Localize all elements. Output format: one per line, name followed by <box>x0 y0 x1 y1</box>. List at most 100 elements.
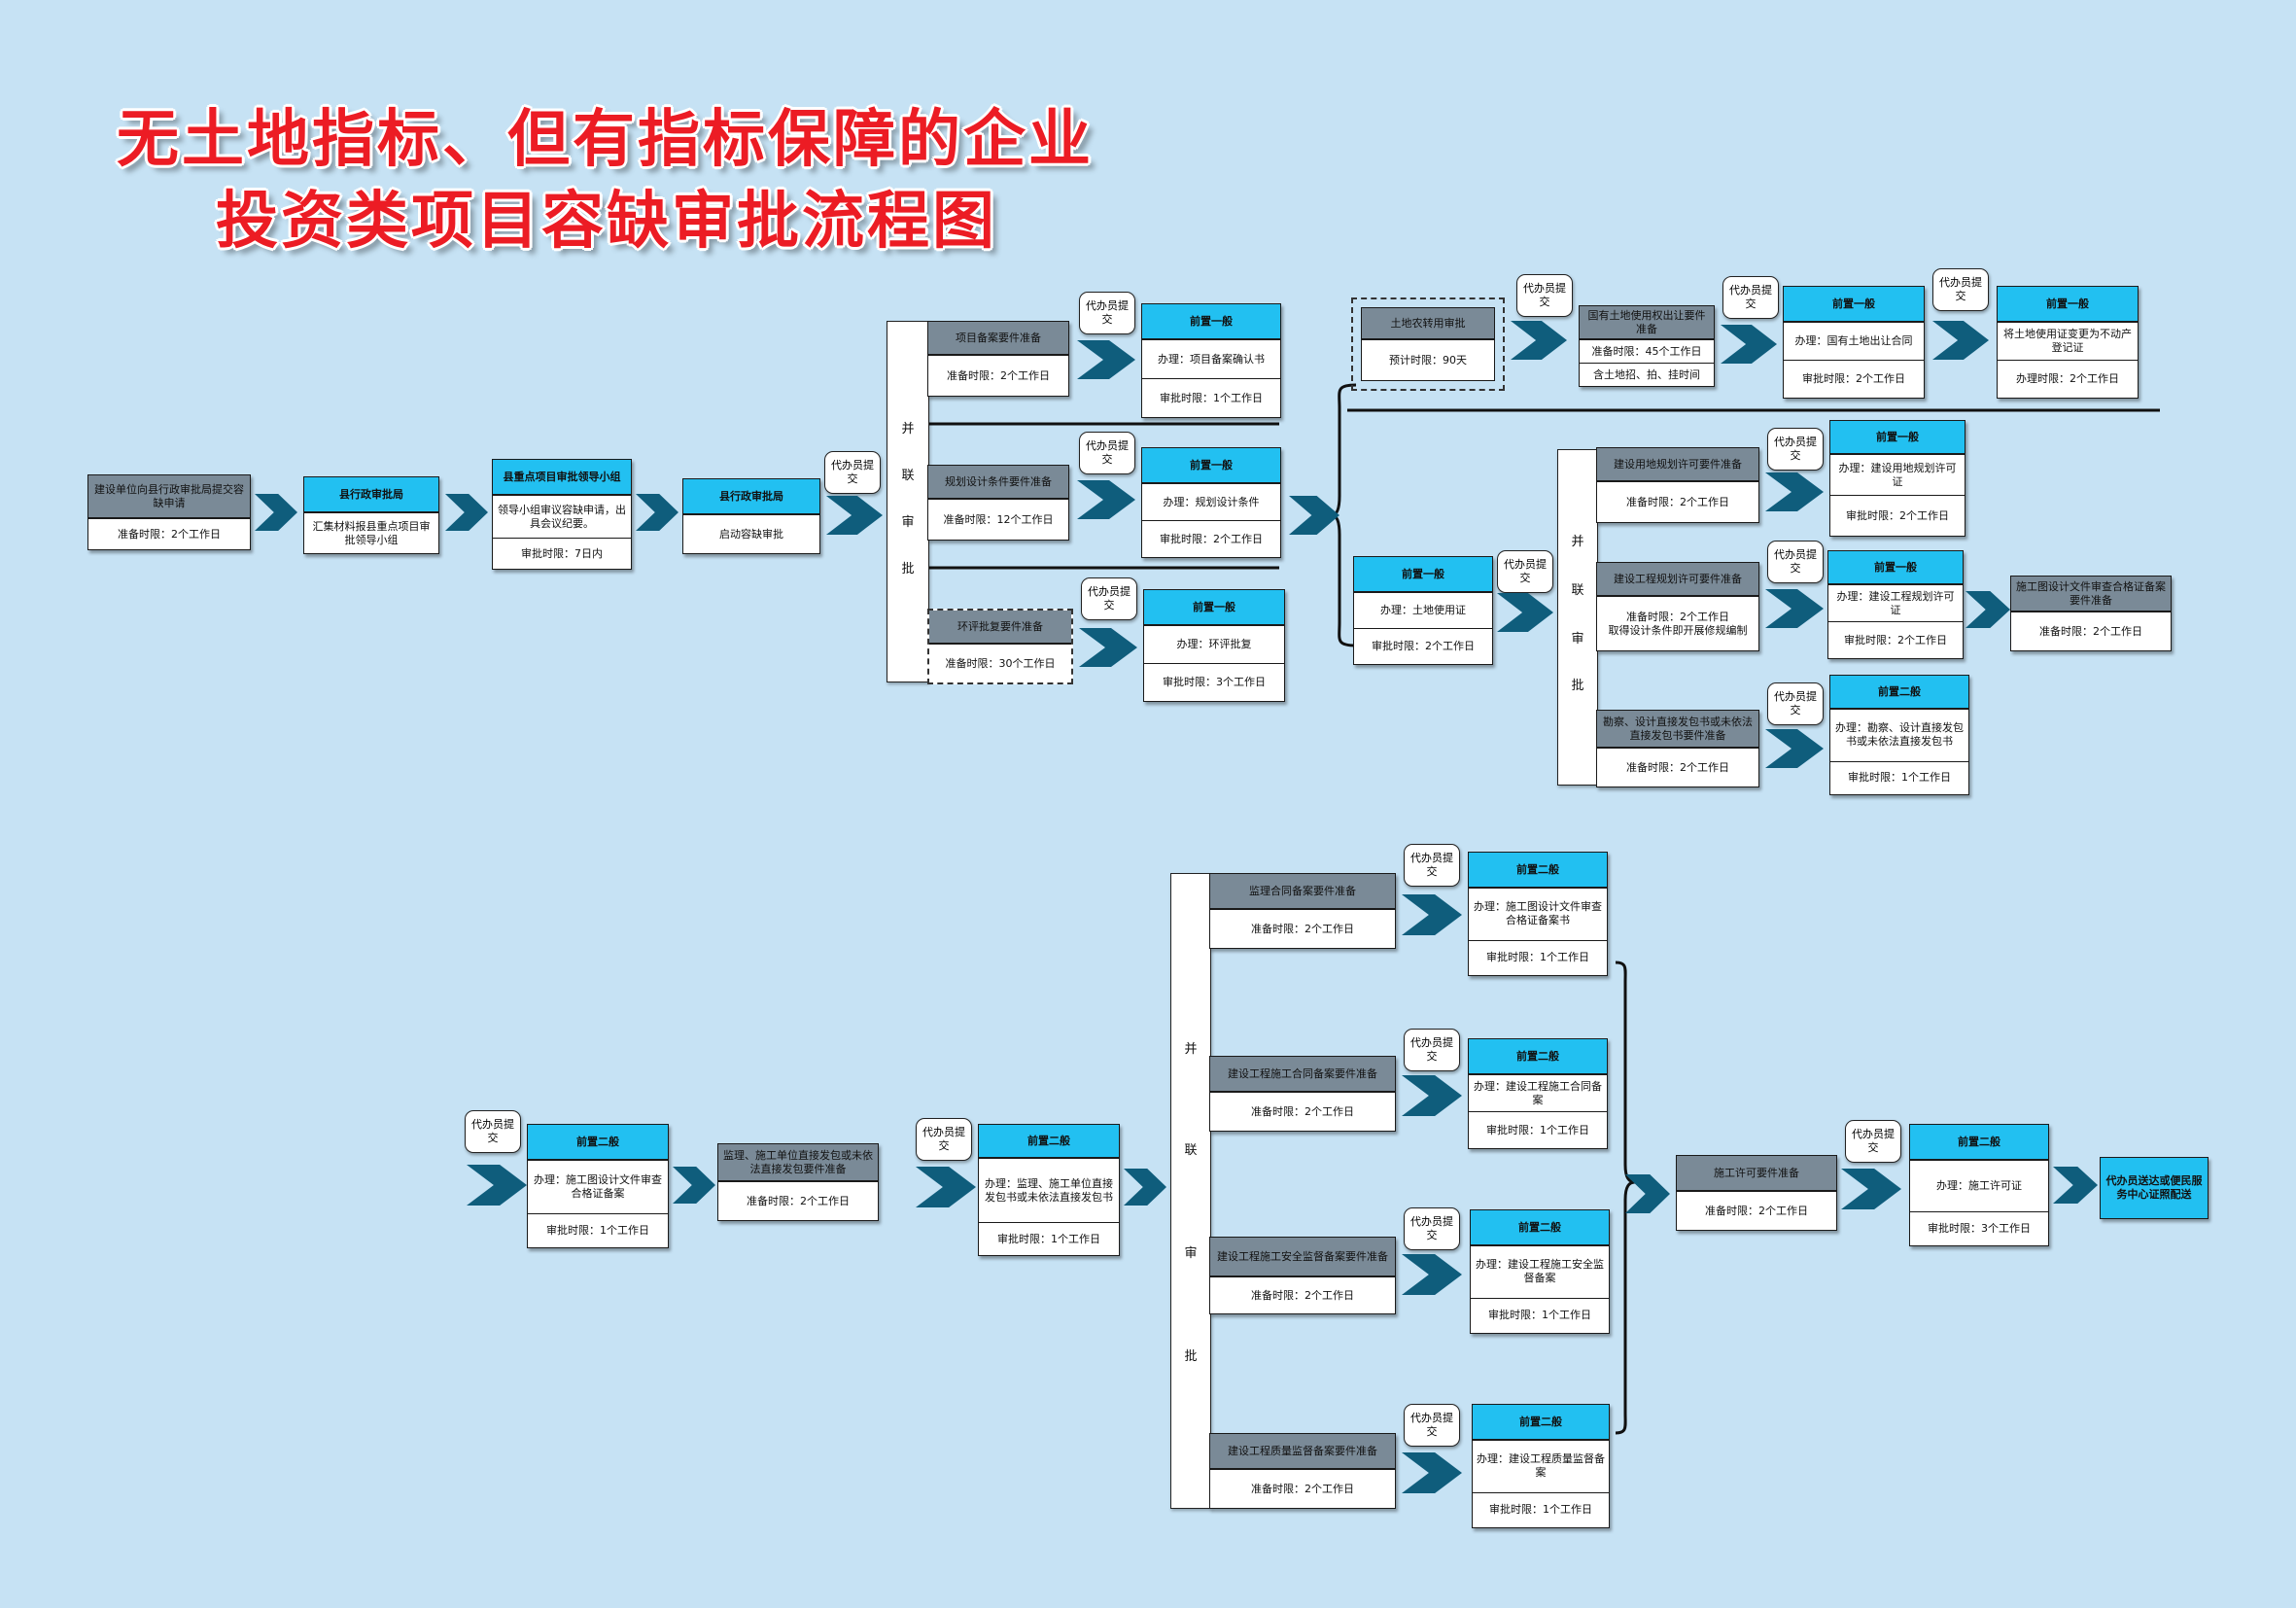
parallel-char-1: 并 <box>901 422 915 437</box>
start-box: 县行政审批局 启动容缺审批 <box>682 478 820 554</box>
approval-head: 前置二般 <box>1469 1039 1607 1074</box>
permit-approval-time: 审批时限：3个工作日 <box>1910 1210 2048 1245</box>
prep-box: 建设工程施工合同备案要件准备 准备时限：2个工作日 <box>1209 1056 1396 1132</box>
chevron-arrow-icon <box>467 1165 527 1206</box>
approval-head: 前置一般 <box>1830 421 1965 454</box>
prep-time: 准备时限：12个工作日 <box>928 499 1068 540</box>
chevron-arrow-icon <box>1966 591 2010 628</box>
land-transfer-mode: 含土地招、拍、挂时间 <box>1580 363 1714 386</box>
approval-head: 前置二般 <box>1473 1405 1609 1440</box>
prep-time: 准备时限：2个工作日 <box>1210 1092 1395 1131</box>
prep-box: 环评批复要件准备 准备时限：30个工作日 <box>927 609 1073 684</box>
delivery-box: 代办员送达或便民服务中心证照配送 <box>2100 1157 2209 1219</box>
start-desc: 启动容缺审批 <box>683 514 819 553</box>
parallel-char-2: 联 <box>1571 583 1584 598</box>
prep-title: 监理合同备案要件准备 <box>1210 874 1395 909</box>
prep-title: 建设用地规划许可要件准备 <box>1597 448 1758 481</box>
land-use-head: 前置一般 <box>1354 557 1492 592</box>
approval-head: 前置二般 <box>1830 676 1968 709</box>
parallel-char-2: 联 <box>901 469 915 483</box>
parallel-approval-bar <box>1170 873 1211 1509</box>
merge-brace <box>1615 961 1636 1435</box>
apply-title: 建设单位向县行政审批局提交容缺申请 <box>88 475 250 518</box>
approval-box: 前置二般 办理：建设工程施工合同备案 审批时限：1个工作日 <box>1468 1038 1608 1149</box>
prep-time: 准备时限：2个工作日 <box>1597 748 1758 787</box>
approval-box: 前置一般 办理：建设工程规划许可证 审批时限：2个工作日 <box>1827 550 1964 659</box>
proxy-submit-bubble: 代办员提交 <box>1404 844 1460 887</box>
prep-title: 勘察、设计直接发包书或未依法直接发包书要件准备 <box>1597 711 1758 748</box>
permit-approval-box: 前置二般 办理：施工许可证 审批时限：3个工作日 <box>1909 1124 2049 1246</box>
chevron-arrow-icon <box>1765 472 1824 511</box>
approval-time: 审批时限：3个工作日 <box>1144 663 1284 701</box>
prep-title: 项目备案要件准备 <box>928 322 1068 355</box>
drawing-approval-time: 审批时限：1个工作日 <box>528 1213 668 1247</box>
approval-time: 审批时限：2个工作日 <box>1830 495 1965 536</box>
chevron-arrow-icon <box>1077 340 1135 379</box>
permit-approval-head: 前置二般 <box>1910 1125 2048 1160</box>
land-use-box: 前置一般 办理：土地使用证 审批时限：2个工作日 <box>1353 556 1493 665</box>
chevron-arrow-icon <box>1932 321 1989 360</box>
prep-box: 建设工程质量监督备案要件准备 准备时限：2个工作日 <box>1209 1433 1396 1509</box>
proxy-submit-bubble: 代办员提交 <box>1079 292 1135 334</box>
chevron-arrow-icon <box>916 1167 976 1207</box>
start-title: 县行政审批局 <box>683 479 819 514</box>
farmland-conversion-inner: 土地农转用审批 预计时限：90天 <box>1361 307 1495 381</box>
approval-head: 前置一般 <box>1828 551 1963 584</box>
drawing-prep-box: 施工图设计文件审查合格证备案要件准备 准备时限：2个工作日 <box>2010 576 2172 651</box>
land-cert-desc: 将土地使用证变更为不动产登记证 <box>1998 322 2138 360</box>
approval-time: 审批时限：1个工作日 <box>1473 1491 1609 1527</box>
permit-prep-box: 施工许可要件准备 准备时限：2个工作日 <box>1676 1155 1837 1231</box>
parallel-char-4: 批 <box>901 562 915 577</box>
proxy-submit-bubble: 代办员提交 <box>1767 428 1824 471</box>
chevron-arrow-icon <box>1511 321 1567 360</box>
prep-title: 建设工程质量监督备案要件准备 <box>1210 1434 1395 1469</box>
apply-box: 建设单位向县行政审批局提交容缺申请 准备时限：2个工作日 <box>87 474 251 550</box>
prep-box: 规划设计条件要件准备 准备时限：12个工作日 <box>927 465 1069 541</box>
proxy-submit-bubble: 代办员提交 <box>1845 1120 1901 1163</box>
land-contract-time: 审批时限：2个工作日 <box>1784 360 1924 398</box>
land-transfer-title: 国有土地使用权出让要件准备 <box>1580 306 1714 339</box>
approval-box: 前置一般 办理：建设用地规划许可证 审批时限：2个工作日 <box>1829 420 1966 537</box>
chevron-arrow-icon <box>1402 1452 1462 1493</box>
approval-head: 前置二般 <box>1469 853 1607 888</box>
parallel-char-3: 审 <box>1571 632 1584 647</box>
approval-time: 审批时限：1个工作日 <box>1471 1297 1609 1333</box>
title-line-2: 投资类项目容缺审批流程图 <box>216 186 997 258</box>
parallel-char-1: 并 <box>1184 1042 1198 1057</box>
title-line-1: 无土地指标、但有指标保障的企业 <box>117 104 1094 176</box>
chevron-arrow-icon <box>1721 325 1777 364</box>
drawing-prep-time: 准备时限：2个工作日 <box>2011 612 2171 650</box>
chevron-arrow-icon <box>2053 1167 2098 1204</box>
proxy-submit-bubble: 代办员提交 <box>1767 682 1824 725</box>
parallel-char-2: 联 <box>1184 1143 1198 1158</box>
contract-prep-title: 监理、施工单位直接发包或未依法直接发包要件准备 <box>718 1144 878 1181</box>
chevron-arrow-icon <box>1077 480 1135 519</box>
prep-time: 准备时限：2个工作日 <box>1210 1469 1395 1508</box>
land-contract-desc: 办理：国有土地出让合同 <box>1784 322 1924 360</box>
parallel-approval-bar <box>1557 449 1598 786</box>
land-contract-box: 前置一般 办理：国有土地出让合同 审批时限：2个工作日 <box>1783 286 1925 399</box>
proxy-submit-bubble: 代办员提交 <box>1404 1029 1460 1071</box>
approval-desc: 办理：建设工程规划许可证 <box>1828 584 1963 621</box>
prep-title: 建设工程规划许可要件准备 <box>1597 563 1758 596</box>
approval-box: 前置二般 办理：建设工程施工安全监督备案 审批时限：1个工作日 <box>1470 1209 1610 1334</box>
chevron-arrow-icon <box>636 494 678 531</box>
approval-time: 审批时限：1个工作日 <box>1469 939 1607 975</box>
chevron-arrow-icon <box>445 494 488 531</box>
land-cert-time: 办理时限：2个工作日 <box>1998 360 2138 398</box>
group-desc: 领导小组审议容缺申请，出具会议纪要。 <box>493 495 631 538</box>
prep-time: 准备时限：2个工作日 <box>1597 481 1758 522</box>
proxy-submit-bubble: 代办员提交 <box>1932 268 1989 311</box>
parallel-char-4: 批 <box>1571 679 1584 693</box>
bureau-title: 县行政审批局 <box>304 477 438 512</box>
prep-title: 环评批复要件准备 <box>929 611 1071 644</box>
farmland-title: 土地农转用审批 <box>1362 308 1494 339</box>
prep-title: 建设工程施工合同备案要件准备 <box>1210 1057 1395 1092</box>
prep-box: 建设工程规划许可要件准备 准备时限：2个工作日 取得设计条件即开展修规编制 <box>1596 562 1759 651</box>
approval-desc: 办理：建设工程施工合同备案 <box>1469 1074 1607 1111</box>
proxy-submit-bubble: 代办员提交 <box>824 451 881 494</box>
apply-time: 准备时限：2个工作日 <box>88 518 250 549</box>
land-transfer-box: 国有土地使用权出让要件准备 准备时限：45个工作日 含土地招、拍、挂时间 <box>1579 305 1715 387</box>
land-transfer-time: 准备时限：45个工作日 <box>1580 339 1714 363</box>
approval-time: 审批时限：1个工作日 <box>1142 378 1280 417</box>
